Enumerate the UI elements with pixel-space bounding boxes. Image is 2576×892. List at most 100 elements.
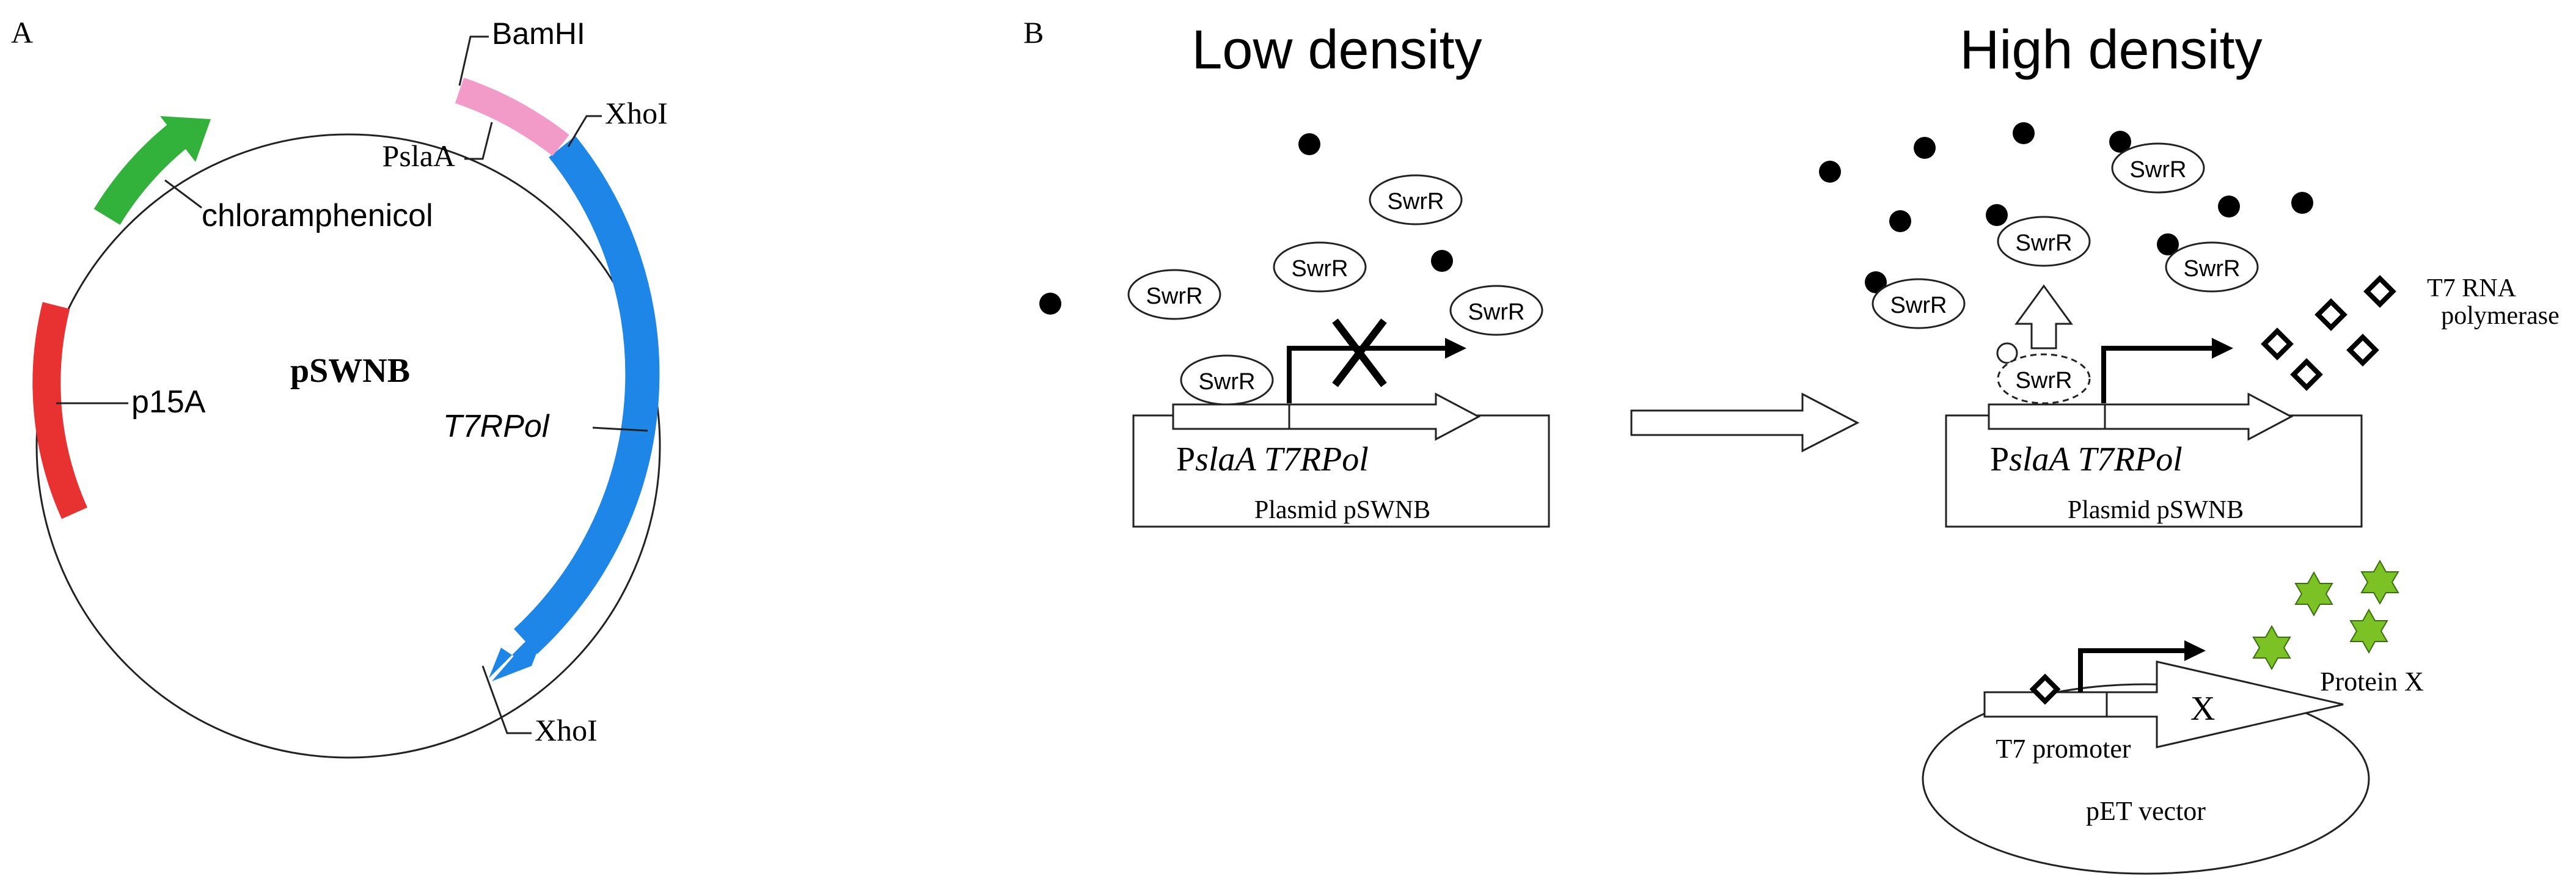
t7-polymerase-diamond [2346, 334, 2379, 367]
svg-text:SwrR: SwrR [1468, 299, 1525, 325]
xhoi-top-label: XhoI [605, 96, 668, 130]
promoter-box [1172, 403, 1290, 430]
high-plasmid-label: Plasmid pSWNB [2068, 496, 2244, 524]
chloramphenicol-leader [164, 179, 202, 209]
released-signal [1996, 342, 2018, 364]
t7-polymerase-label-line1: T7 RNA [2427, 274, 2517, 302]
svg-text:SwrR: SwrR [1199, 369, 1256, 395]
protein-star [2252, 624, 2291, 671]
transcription-arrow [1287, 346, 1448, 403]
panel-b: B Low density SwrR SwrR SwrR [1023, 15, 2560, 875]
signal-dot [1865, 271, 1887, 293]
gene-x-label: X [2190, 690, 2215, 728]
svg-text:SwrR: SwrR [1146, 283, 1203, 309]
pslaa-segment [455, 78, 569, 156]
xhoi-top-leader [567, 115, 602, 147]
release-arrow [2014, 284, 2073, 349]
signal-dot [2157, 233, 2179, 255]
p15a-label: p15A [131, 384, 206, 420]
signal-dot [1039, 293, 1061, 315]
signal-dot [1914, 137, 1936, 159]
svg-text:SwrR: SwrR [1292, 256, 1348, 282]
chloramphenicol-segment [93, 119, 193, 225]
gene-arrow [1288, 392, 1481, 441]
t7-polymerase-diamond [2290, 358, 2323, 391]
t7-polymerase-diamond [2261, 327, 2294, 360]
swrr-protein: SwrR [1997, 216, 2091, 267]
protein-x-label: Protein X [2320, 667, 2424, 696]
transcription-arrowhead [2212, 338, 2233, 359]
swrr-protein: SwrR [2111, 142, 2205, 194]
transcription-arrowhead [1445, 338, 1466, 359]
swrr-protein: SwrR [1449, 285, 1543, 336]
swrr-protein: SwrR [1273, 241, 1367, 293]
high-density-title: High density [1959, 20, 2262, 81]
t7rpol-label: T7RPol [443, 409, 550, 444]
low-promoter-gene-label: PslaA T7RPol [1176, 441, 1369, 478]
pslaa-leader [464, 122, 493, 160]
protein-star [2360, 559, 2399, 605]
t7-polymerase-diamond [2363, 275, 2396, 308]
pet-vector [1922, 683, 2370, 875]
signal-dot [2218, 196, 2240, 218]
signal-dot [1986, 204, 2008, 226]
t7-promoter-label: T7 promoter [1996, 734, 2131, 764]
transcription-arrow [2101, 346, 2212, 403]
svg-text:SwrR: SwrR [1890, 293, 1947, 318]
signal-dot [1889, 210, 1911, 232]
protein-star [2349, 608, 2388, 654]
transcription-arrow [2078, 648, 2184, 692]
gene-x-arrow [2106, 660, 2344, 748]
t7rpol-leader [592, 426, 648, 432]
blocked-x-icon [1332, 318, 1387, 387]
svg-text:SwrR: SwrR [1388, 189, 1444, 214]
panel-a: A BamHI PslaA XhoI chloramphenicol p15A … [11, 15, 668, 759]
svg-text:SwrR: SwrR [2016, 368, 2073, 393]
xhoi-bottom-label: XhoI [535, 713, 598, 747]
p15a-segment [32, 302, 88, 519]
signal-dot [1298, 133, 1320, 155]
gene-arrow [2104, 392, 2294, 441]
promoter-box [1988, 403, 2106, 430]
chloramphenicol-arrowhead [160, 116, 211, 162]
svg-text:SwrR: SwrR [2184, 256, 2241, 282]
t7-polymerase-label-line2: polymerase [2441, 302, 2560, 330]
signal-dot [2013, 122, 2035, 144]
xhoi-bottom-leader [481, 665, 532, 734]
bamhi-leader [458, 35, 489, 86]
swrr-protein: SwrR [1127, 269, 1221, 320]
plasmid-name: pSWNB [290, 352, 410, 390]
transition-arrow [1630, 392, 1860, 453]
signal-dot [1819, 161, 1841, 183]
plasmid-backbone [35, 133, 661, 759]
t7-polymerase-diamond [2029, 673, 2061, 705]
bamhi-label: BamHI [492, 16, 585, 51]
swrr-protein-bound: SwrR [1180, 354, 1274, 406]
signal-dot [2291, 192, 2313, 214]
protein-star [2294, 571, 2333, 617]
transcription-arrowhead [2184, 640, 2206, 661]
low-plasmid-label: Plasmid pSWNB [1254, 496, 1430, 524]
svg-text:SwrR: SwrR [2130, 157, 2187, 183]
low-density-scene: Low density SwrR SwrR SwrR SwrR [1039, 20, 1550, 528]
plasmid-box [1132, 414, 1550, 528]
t7rpol-arrowhead-tip [492, 611, 553, 681]
signal-dot [2109, 131, 2131, 153]
swrr-protein-released: SwrR [1997, 353, 2091, 404]
pet-vector-scene: X T7 promoter pET vector Protein X [1922, 559, 2424, 875]
swrr-protein: SwrR [1369, 174, 1463, 225]
pet-vector-label: pET vector [2086, 796, 2206, 826]
swrr-protein: SwrR [2165, 241, 2259, 293]
high-promoter-gene-label: PslaA T7RPol [1990, 441, 2183, 478]
chloramphenicol-label: chloramphenicol [202, 198, 433, 233]
low-density-title: Low density [1191, 20, 1482, 81]
swrr-protein: SwrR [1872, 278, 1966, 329]
svg-text:SwrR: SwrR [2016, 230, 2073, 256]
panel-a-label: A [11, 15, 33, 49]
signal-dot [1431, 250, 1453, 272]
panel-b-label: B [1023, 15, 1044, 49]
t7-polymerase-diamond [2314, 298, 2347, 331]
pslaa-label: PslaA [382, 139, 455, 173]
t7rpol-arc [513, 136, 660, 654]
